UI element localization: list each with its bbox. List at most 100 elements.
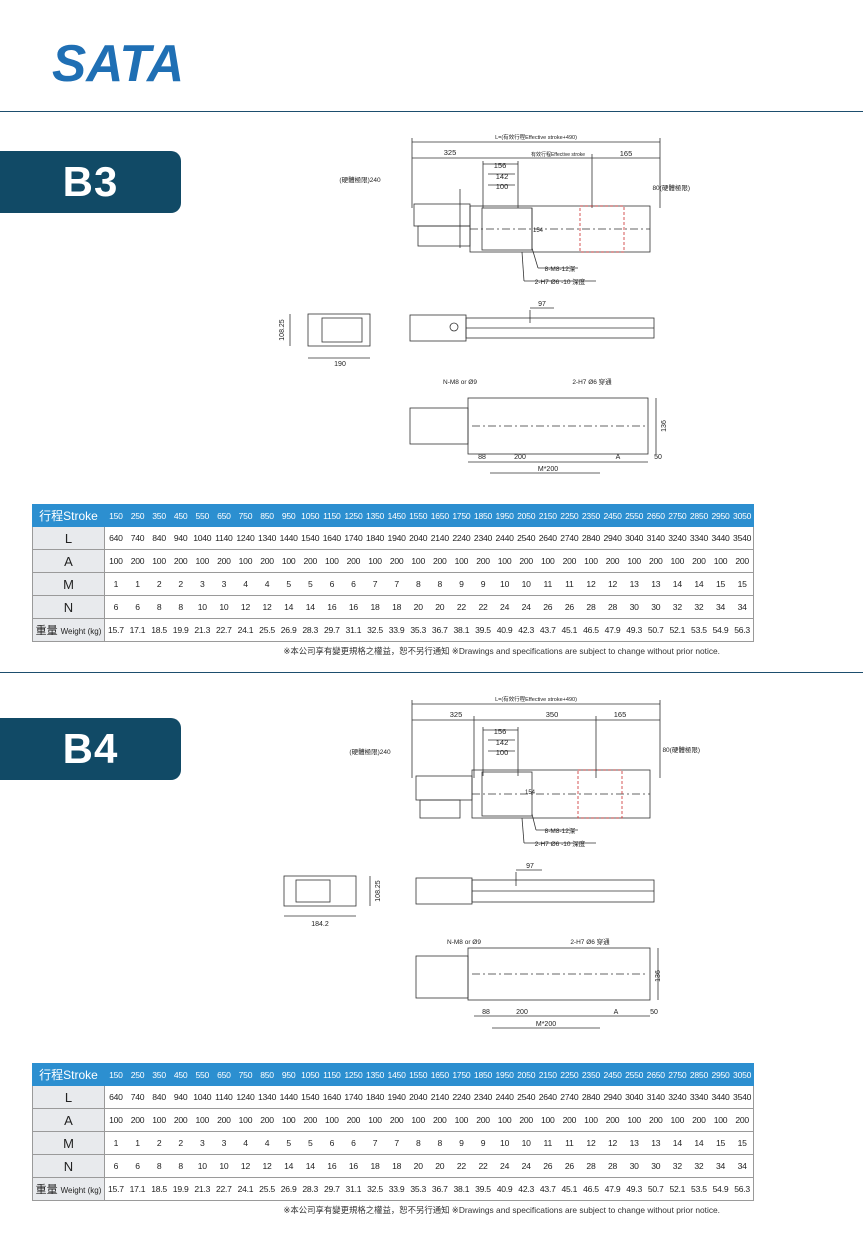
table-cell: 54.9 <box>712 1184 729 1194</box>
table-cell: 750 <box>238 510 253 521</box>
table-cell: 2440 <box>495 1092 514 1102</box>
table-cell: 38.1 <box>453 625 470 635</box>
table-cell: 22 <box>456 602 466 612</box>
table-cell: 18.5 <box>151 625 167 635</box>
table-cell: 32 <box>694 602 704 612</box>
table-cell: 7 <box>394 1138 399 1148</box>
table-cell: 1940 <box>387 533 406 543</box>
table-cell: 2340 <box>473 533 493 543</box>
table-cell: 1640 <box>322 533 341 543</box>
section-tab-label: B3 <box>62 158 119 205</box>
table-cell: 1850 <box>473 1069 493 1080</box>
table-cell: 19.9 <box>172 625 189 635</box>
dim-142: 142 <box>496 172 509 181</box>
table-cell: 5 <box>307 579 313 589</box>
table-cell: 42.3 <box>518 625 535 635</box>
table-cell: 450 <box>173 510 188 521</box>
dim-a: A <box>614 1009 619 1016</box>
table-cell: 4 <box>264 579 270 589</box>
pin-note: 2-H7 Ø6 -10 深度 <box>535 277 586 286</box>
table-cell: 2550 <box>625 1069 644 1080</box>
table-cell: 100 <box>152 556 166 566</box>
table-cell: 950 <box>281 1069 296 1080</box>
table-cell: 12 <box>586 579 596 589</box>
dim-88: 88 <box>482 1009 490 1016</box>
table-cell: 35.3 <box>410 1184 427 1194</box>
table-cell: 32.5 <box>367 1184 383 1194</box>
table-cell: 28 <box>586 602 596 612</box>
table-cell: 20 <box>413 1161 423 1171</box>
row-label-l: L <box>32 526 105 550</box>
table-cell: 3050 <box>733 510 752 521</box>
table-cell: 53.5 <box>691 625 707 635</box>
table-cell: 33.9 <box>388 625 405 635</box>
table-cell: 2650 <box>646 510 665 521</box>
table-cell: 3340 <box>689 533 708 543</box>
table-cell: 1650 <box>430 1069 449 1080</box>
table-cell: 56.3 <box>734 625 750 635</box>
table-cell: 350 <box>152 1069 166 1080</box>
table-cell: 11 <box>565 579 574 589</box>
stroke-header: 行程Stroke <box>32 504 105 527</box>
table-cell: 4 <box>243 1138 248 1148</box>
table-cell: 14 <box>672 579 682 589</box>
table-cell: 6 <box>135 1161 140 1171</box>
table-cell: 12 <box>262 602 272 612</box>
table-cell: 2750 <box>668 510 687 521</box>
section-tab-label: B4 <box>62 725 119 772</box>
table-cell: 26.9 <box>280 1184 297 1194</box>
table-cell: 6 <box>135 602 140 612</box>
table-cell: 7 <box>394 579 399 589</box>
tap-note: 8-M8-12深 <box>545 826 576 835</box>
table-cell: 45.1 <box>561 1184 578 1194</box>
table-cell: 14 <box>305 602 315 612</box>
table-cell: 5 <box>307 1138 313 1148</box>
dim-50: 50 <box>650 1009 658 1016</box>
table-cell: 50.7 <box>647 625 664 635</box>
table-cell: 150 <box>109 510 123 521</box>
table-cell: 33.9 <box>388 1184 405 1194</box>
table-cell: 46.5 <box>583 1184 599 1194</box>
table-cell: 1 <box>113 1138 119 1148</box>
table-cell: 30 <box>629 1161 639 1171</box>
overall-length-label: L=(有效行程Effective stroke+490) <box>495 133 577 141</box>
table-cell: 940 <box>173 1092 188 1102</box>
table-cell: 200 <box>648 556 663 566</box>
table-cell: 12 <box>586 1138 596 1148</box>
table-cell: 740 <box>130 1092 145 1102</box>
table-cell: 9 <box>459 579 464 589</box>
row-label-weight: 重量 Weight (kg) <box>32 1177 105 1201</box>
dim-154: 154 <box>533 228 544 234</box>
table-cell: 14 <box>284 602 294 612</box>
table-cell: 100 <box>584 1115 598 1125</box>
table-cell: 100 <box>454 1115 469 1125</box>
table-cell: 18.5 <box>151 1184 167 1194</box>
table-cell: 3140 <box>646 1092 665 1102</box>
table-cell: 53.5 <box>691 1184 707 1194</box>
table-cell: 47.9 <box>604 1184 621 1194</box>
table-cell: 34 <box>737 602 747 612</box>
table-cell: 1450 <box>387 510 406 521</box>
table-cell: 200 <box>519 556 533 566</box>
table-cell: 100 <box>109 1115 123 1125</box>
table-cell: 36.7 <box>431 1184 448 1194</box>
weight-label: 重量 <box>35 1184 58 1196</box>
row-label-l: L <box>32 1085 105 1109</box>
table-cell: 2640 <box>538 1092 557 1102</box>
table-cell: 3240 <box>668 533 687 543</box>
table-cell: 1740 <box>344 1092 363 1102</box>
table-cell: 200 <box>260 1115 274 1125</box>
table-cell: 200 <box>130 1115 145 1125</box>
stroke-header: 行程Stroke <box>32 1063 105 1086</box>
table-cell: 54.9 <box>712 625 729 635</box>
table-cell: 200 <box>562 556 577 566</box>
hard-limit-right: 80(硬體極限) <box>652 183 690 192</box>
table-cell: 2750 <box>668 1069 687 1080</box>
row-label-n: N <box>32 595 105 619</box>
